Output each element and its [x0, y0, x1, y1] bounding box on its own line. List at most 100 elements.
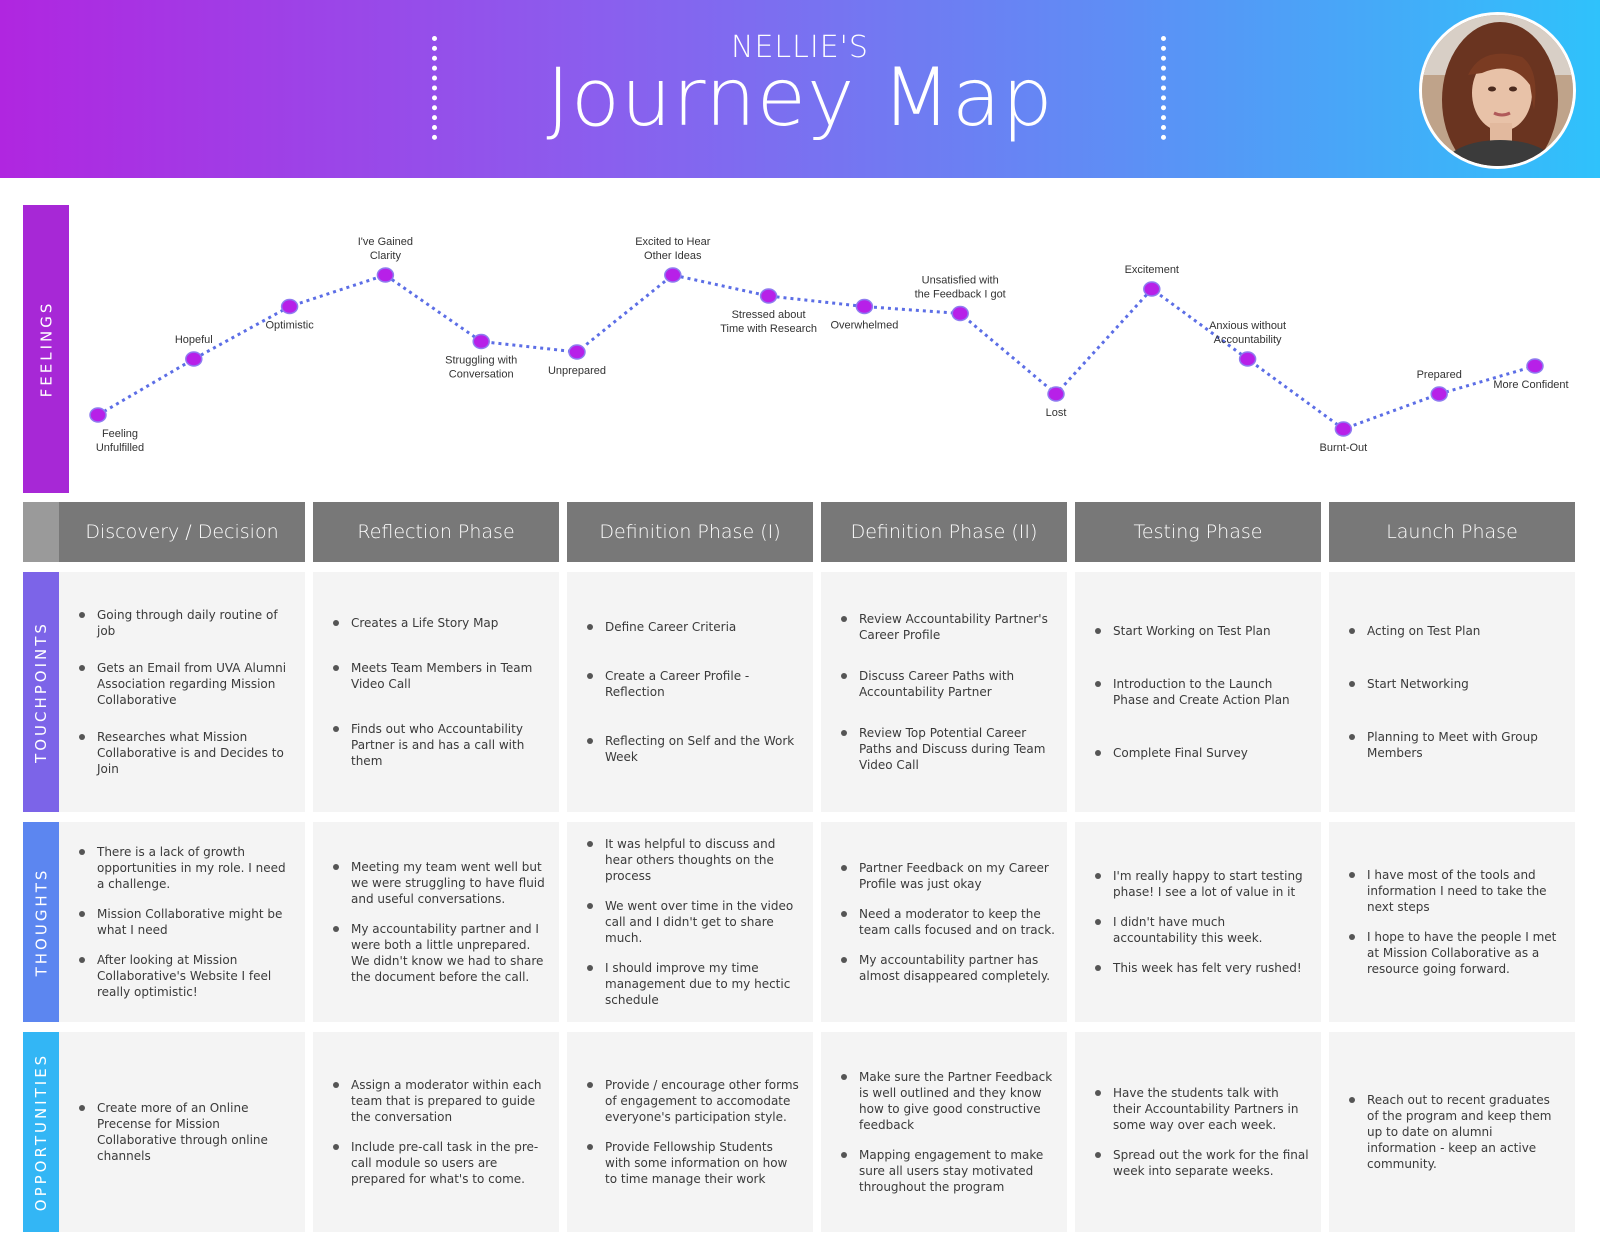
opportunities-list: Provide / encourage other forms of engag… — [587, 1032, 801, 1232]
list-item: Spread out the work for the final week i… — [1095, 1148, 1309, 1178]
list-item: Researches what Mission Collaborative is… — [79, 729, 293, 777]
opportunities-list: Make sure the Partner Feedback is well o… — [841, 1032, 1055, 1232]
list-item: Gets an Email from UVA Alumni Associatio… — [79, 660, 293, 708]
right-divider — [1161, 36, 1166, 140]
phase-header-3: Definition Phase (I) — [567, 502, 813, 562]
list-item: Reach out to recent graduates of the pro… — [1349, 1092, 1563, 1172]
list-item: After looking at Mission Collaborative's… — [79, 952, 293, 1000]
list-item: Create a Career Profile - Reflection — [587, 668, 801, 700]
list-item: I'm really happy to start testing phase!… — [1095, 868, 1309, 900]
list-item: Make sure the Partner Feedback is well o… — [841, 1069, 1055, 1133]
list-item: Review Top Potential Career Paths and Di… — [841, 725, 1055, 773]
thoughts-list: There is a lack of growth opportunities … — [79, 822, 293, 1022]
list-item: Complete Final Survey — [1095, 745, 1309, 761]
list-item: Discuss Career Paths with Accountability… — [841, 668, 1055, 700]
list-item: Create more of an Online Precense for Mi… — [79, 1100, 293, 1164]
feeling-label: More Confident — [1493, 379, 1568, 391]
opportunities-cell: Provide / encourage other forms of engag… — [567, 1032, 813, 1232]
list-item: Mission Collaborative might be what I ne… — [79, 906, 293, 938]
phase-header-4: Definition Phase (II) — [821, 502, 1067, 562]
feeling-label: Lost — [1046, 407, 1067, 419]
phase-header-6: Launch Phase — [1329, 502, 1575, 562]
list-item: Start Working on Test Plan — [1095, 623, 1309, 639]
list-item: Review Accountability Partner's Career P… — [841, 611, 1055, 643]
thoughts-cell: It was helpful to discuss and hear other… — [567, 822, 813, 1022]
feeling-point — [1334, 421, 1353, 437]
list-item: We went over time in the video call and … — [587, 898, 801, 946]
feeling-point — [759, 288, 778, 304]
feeling-point — [855, 298, 874, 315]
feeling-label: Prepared — [1417, 369, 1462, 381]
list-item: Acting on Test Plan — [1349, 623, 1563, 639]
list-item: I hope to have the people I met at Missi… — [1349, 929, 1563, 977]
thoughts-list: It was helpful to discuss and hear other… — [587, 822, 801, 1022]
feeling-point — [1526, 358, 1544, 374]
list-item: Include pre-call task in the pre-call mo… — [333, 1139, 547, 1187]
list-item: My accountability partner has almost dis… — [841, 952, 1055, 984]
thoughts-cell: There is a lack of growth opportunities … — [59, 822, 305, 1022]
list-item: Finds out who Accountability Partner is … — [333, 721, 547, 769]
opportunities-cell: Assign a moderator within each team that… — [313, 1032, 559, 1232]
list-item: Assign a moderator within each team that… — [333, 1077, 547, 1125]
list-item: Have the students talk with their Accoun… — [1095, 1085, 1309, 1133]
thoughts-cell: Partner Feedback on my Career Profile wa… — [821, 822, 1067, 1022]
opportunities-cell: Create more of an Online Precense for Mi… — [59, 1032, 305, 1232]
feeling-label: Burnt-Out — [1320, 442, 1368, 454]
feeling-point — [185, 351, 203, 367]
feeling-point — [472, 333, 490, 350]
phase-header-corner — [23, 502, 59, 562]
list-item: Provide / encourage other forms of engag… — [587, 1077, 801, 1125]
feeling-label: Unprepared — [548, 365, 606, 377]
feeling-point — [1430, 386, 1448, 402]
list-item: I didn't have much accountability this w… — [1095, 914, 1309, 946]
list-item: Start Networking — [1349, 676, 1563, 692]
feeling-label: Overwhelmed — [830, 320, 898, 332]
feeling-point — [1047, 386, 1065, 402]
list-item: There is a lack of growth opportunities … — [79, 844, 293, 892]
row-label-touchpoints: TOUCHPOINTS — [23, 572, 59, 812]
list-item: I have most of the tools and information… — [1349, 867, 1563, 915]
feeling-point — [376, 267, 395, 283]
opportunities-cell: Have the students talk with their Accoun… — [1075, 1032, 1321, 1232]
portrait-image — [1422, 15, 1573, 166]
opportunities-list: Create more of an Online Precense for Mi… — [79, 1032, 293, 1232]
opportunities-list: Have the students talk with their Accoun… — [1095, 1032, 1309, 1232]
list-item: Mapping engagement to make sure all user… — [841, 1147, 1055, 1195]
feeling-point — [568, 344, 586, 360]
thoughts-list: Partner Feedback on my Career Profile wa… — [841, 822, 1055, 1022]
feeling-point — [1143, 281, 1161, 297]
phase-header-5: Testing Phase — [1075, 502, 1321, 562]
feelings-line — [97, 273, 1536, 431]
feeling-label: Excitement — [1125, 264, 1179, 276]
page-subtitle: NELLIE'S — [731, 30, 869, 65]
opportunities-cell: Reach out to recent graduates of the pro… — [1329, 1032, 1575, 1232]
list-item: Partner Feedback on my Career Profile wa… — [841, 860, 1055, 892]
left-divider — [432, 36, 437, 140]
feeling-point — [951, 305, 969, 322]
row-label-feelings: FEELINGS — [23, 205, 69, 493]
list-item: Introduction to the Launch Phase and Cre… — [1095, 676, 1309, 708]
list-item: Reflecting on Self and the Work Week — [587, 733, 801, 765]
touchpoints-list: Review Accountability Partner's Career P… — [841, 572, 1055, 812]
thoughts-list: I have most of the tools and information… — [1349, 822, 1563, 1022]
feeling-point — [280, 298, 299, 315]
opportunities-cell: Make sure the Partner Feedback is well o… — [821, 1032, 1067, 1232]
avatar — [1419, 12, 1576, 169]
list-item: Need a moderator to keep the team calls … — [841, 907, 1055, 937]
feeling-label: Hopeful — [175, 334, 213, 346]
list-item: Meets Team Members in Team Video Call — [333, 660, 547, 692]
